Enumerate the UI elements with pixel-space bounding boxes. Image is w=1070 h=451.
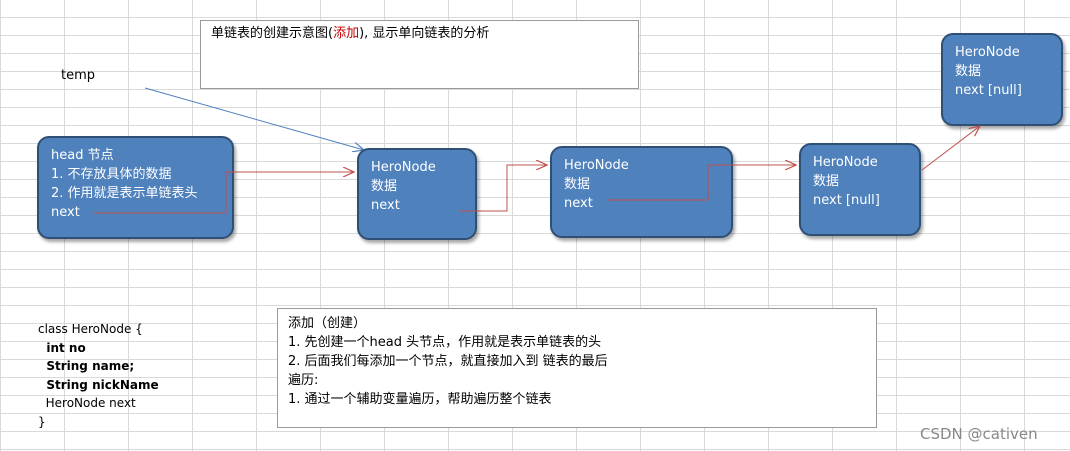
head-node-line: 1. 不存放具体的数据	[51, 167, 172, 182]
title-suffix: ), 显示单向链表的分析	[359, 26, 490, 41]
hero-node-line: 数据	[955, 64, 982, 79]
description-line: 1. 通过一个辅助变量遍历，帮助遍历整个链表	[288, 392, 552, 407]
description-line: 2. 后面我们每添加一个节点，就直接加入到 链表的最后	[288, 354, 608, 369]
description-line: 遍历:	[288, 373, 319, 388]
description-line: 1. 先创建一个head 头节点，作用就是表示单链表的头	[288, 335, 602, 350]
title-prefix: 单链表的创建示意图(	[211, 26, 334, 41]
hero-node-line: HeroNode	[371, 160, 436, 175]
hero-node-2: HeroNode 数据 next	[550, 146, 733, 238]
temp-label: temp	[61, 68, 96, 83]
hero-node-line: HeroNode	[564, 158, 629, 173]
hero-node-line: 数据	[564, 177, 591, 192]
description-note: 添加（创建） 1. 先创建一个head 头节点，作用就是表示单链表的头 2. 后…	[277, 308, 877, 428]
head-node-line: head 节点	[51, 148, 114, 163]
description-line: 添加（创建）	[288, 316, 367, 331]
title-highlight: 添加	[333, 26, 360, 41]
hero-node-line: HeroNode	[955, 45, 1020, 60]
code-line: }	[38, 414, 46, 429]
hero-node-line: 数据	[813, 174, 840, 189]
hero-node-line: HeroNode	[813, 155, 878, 170]
head-node-line: 2. 作用就是表示单链表头	[51, 186, 198, 201]
hero-node-line: next	[371, 198, 400, 213]
code-line: class HeroNode {	[38, 322, 143, 336]
hero-node-line: next	[564, 196, 593, 211]
code-line: String name;	[38, 359, 135, 373]
code-line: String nickName	[38, 377, 159, 392]
watermark: CSDN @cativen	[920, 425, 1038, 443]
code-snippet: class HeroNode { int no String name; Str…	[38, 320, 159, 431]
head-node: head 节点 1. 不存放具体的数据 2. 作用就是表示单链表头 next	[37, 136, 234, 239]
head-node-line: next	[51, 205, 80, 220]
hero-node-line: next [null]	[813, 193, 880, 208]
hero-node-3: HeroNode 数据 next [null]	[799, 143, 921, 236]
code-line: HeroNode next	[38, 396, 136, 410]
hero-node-line: 数据	[371, 179, 398, 194]
hero-node-1: HeroNode 数据 next	[357, 148, 477, 240]
hero-node-4: HeroNode 数据 next [null]	[941, 33, 1063, 126]
title-note: 单链表的创建示意图(添加), 显示单向链表的分析	[200, 20, 639, 89]
code-line: int no	[38, 340, 86, 355]
hero-node-line: next [null]	[955, 83, 1022, 98]
